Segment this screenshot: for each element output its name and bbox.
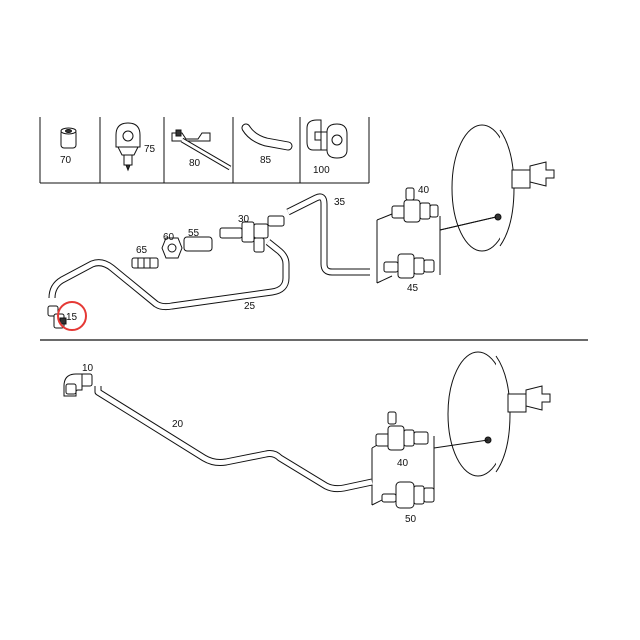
label-55: 55 [188, 228, 200, 239]
hose-25 [48, 239, 290, 311]
label-45: 45 [407, 283, 419, 294]
cable-tie-icon [171, 129, 232, 171]
check-valve-40-lower [375, 411, 429, 451]
nut-60 [161, 237, 183, 259]
check-valve-45 [383, 253, 435, 279]
tube-55 [183, 236, 213, 252]
hose-20 [94, 386, 373, 493]
label-25: 25 [244, 301, 256, 312]
label-40-lower: 40 [397, 458, 409, 469]
valve-bracket-upper [376, 213, 497, 284]
label-20: 20 [172, 419, 184, 430]
hose-35 [286, 193, 370, 276]
label-65: 65 [136, 245, 148, 256]
elbow-fitting-15 [47, 305, 67, 329]
label-10: 10 [82, 363, 94, 374]
label-60: 60 [163, 232, 175, 243]
tee-connector-30 [219, 215, 285, 253]
label-35: 35 [334, 197, 346, 208]
legend-label-85: 85 [260, 155, 272, 166]
label-50: 50 [405, 514, 417, 525]
brake-booster-lower [447, 351, 551, 477]
check-valve-50 [381, 481, 435, 509]
check-valve-40-upper [391, 187, 439, 223]
double-clip-icon [306, 119, 348, 159]
legend-box [39, 117, 370, 184]
legend-label-75: 75 [144, 144, 156, 155]
elbow-fitting-10 [63, 373, 93, 397]
legend-label-100: 100 [313, 165, 330, 176]
sleeve-icon [60, 127, 77, 149]
clip-icon [115, 122, 141, 172]
highlight-circle [57, 301, 87, 331]
legend-label-70: 70 [60, 155, 72, 166]
fitting-65 [131, 257, 159, 269]
label-40-upper: 40 [418, 185, 430, 196]
label-30: 30 [238, 214, 250, 225]
hose-elbow-icon [241, 123, 293, 151]
label-15: 15 [66, 312, 78, 323]
brake-booster-upper [439, 124, 555, 252]
legend-label-80: 80 [189, 158, 201, 169]
